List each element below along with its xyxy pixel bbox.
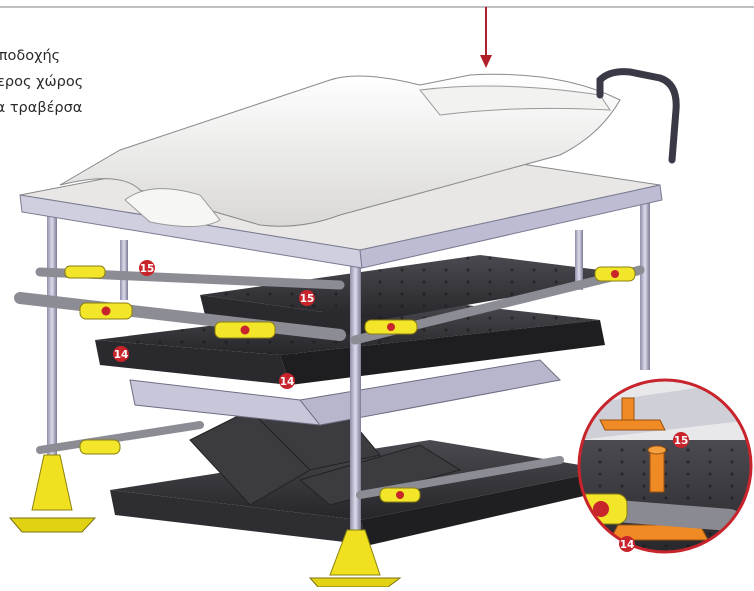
detail-view xyxy=(577,378,753,554)
callout-14-left: 14 xyxy=(113,346,129,362)
svg-text:15: 15 xyxy=(674,435,689,447)
legend-line-3: σαία τραβέρσα xyxy=(0,100,83,116)
lower-rail xyxy=(129,359,562,426)
svg-text:14: 14 xyxy=(620,539,635,551)
yellow-feet xyxy=(8,454,402,588)
callout-15-middle: 15 xyxy=(299,290,315,306)
callout-15-upper: 15 xyxy=(139,260,155,276)
red-arrow xyxy=(480,7,492,68)
support-poles xyxy=(47,190,650,570)
jack-cylinders xyxy=(64,265,636,503)
legend-line-1: δι υποδοχής xyxy=(0,48,61,64)
legend-line-2: εύθερος χώρος xyxy=(0,74,84,90)
svg-text:15: 15 xyxy=(140,263,155,275)
svg-text:14: 14 xyxy=(114,349,129,361)
callout-14-middle: 14 xyxy=(279,373,295,389)
callout-15-detail: 15 xyxy=(673,432,689,448)
svg-text:15: 15 xyxy=(300,293,315,305)
callout-14-detail: 14 xyxy=(619,536,635,552)
battery-shell xyxy=(19,73,663,269)
svg-text:14: 14 xyxy=(280,376,295,388)
handle-bar xyxy=(596,68,680,164)
